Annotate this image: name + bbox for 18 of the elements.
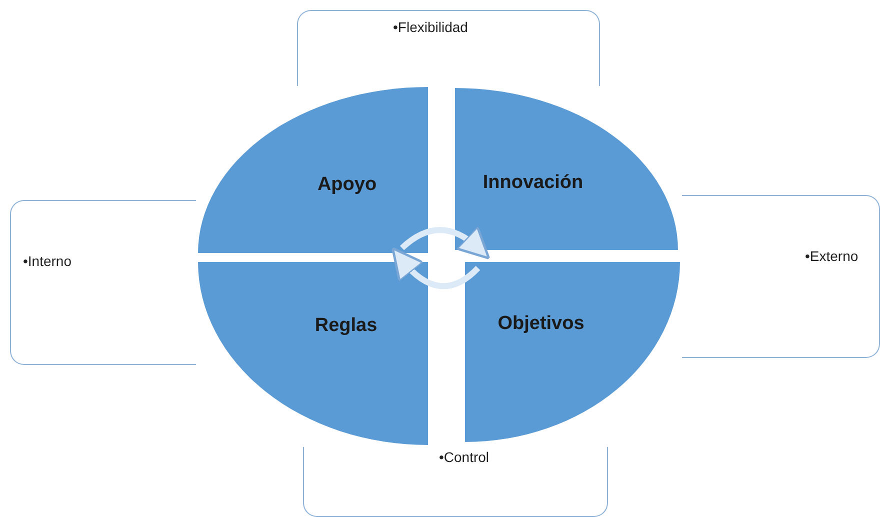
segment-label: Objetivos [498,313,584,335]
rounded-panel [10,200,196,365]
segment-label: Innovación [482,172,584,194]
bullet-text: •Flexibilidad [393,19,468,35]
rounded-panel [297,10,600,86]
quarter-ellipse-segment [198,87,428,253]
quarter-ellipse-segment [455,88,678,250]
segment-label: Reglas [314,315,378,337]
rounded-panel [682,195,880,358]
curved-arrow [391,247,480,290]
rounded-panel [303,447,608,517]
bullet-text: •Control [439,449,490,465]
segment-label: Apoyo [317,174,377,196]
quarter-ellipse-segment [198,262,428,445]
bullet-text: •Externo [805,248,858,264]
curved-arrow [400,226,491,260]
bullet-text: •Interno [23,253,72,269]
quarter-ellipse-segment [465,262,680,442]
